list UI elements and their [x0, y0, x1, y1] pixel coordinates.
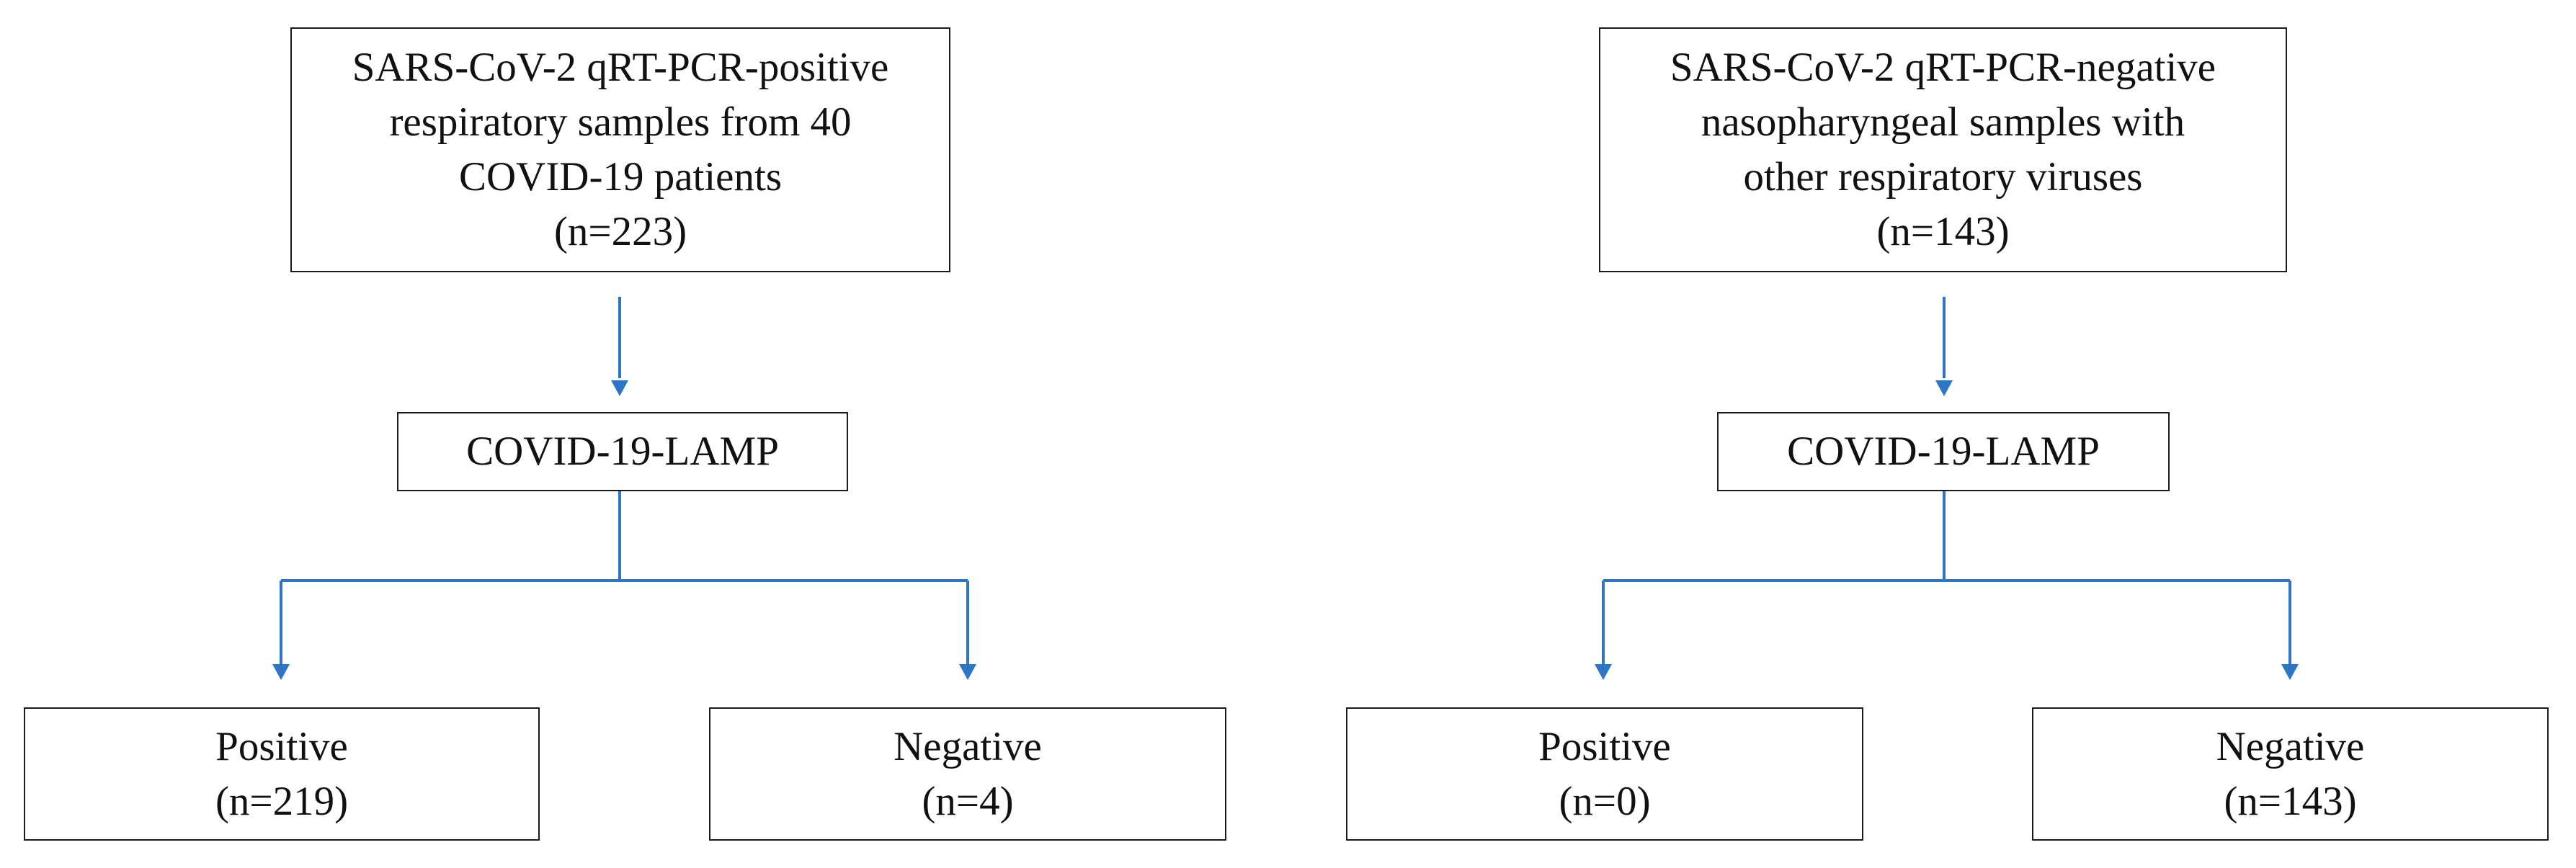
right-test-box: COVID-19-LAMP — [1717, 412, 2170, 491]
right-source-line-1: SARS-CoV-2 qRT-PCR-negative — [1670, 45, 2216, 90]
left-negative-box: Negative (n=4) — [709, 707, 1226, 841]
right-positive-box: Positive (n=0) — [1346, 707, 1863, 841]
right-source-line-3: other respiratory viruses — [1743, 154, 2143, 200]
left-negative-count: (n=4) — [922, 778, 1014, 824]
left-test-box: COVID-19-LAMP — [397, 412, 848, 491]
left-test-label: COVID-19-LAMP — [466, 429, 779, 474]
left-negative-label: Negative — [893, 723, 1042, 769]
left-positive-arrowhead — [272, 664, 290, 680]
right-source-to-test-arrowhead — [1935, 380, 1953, 396]
right-source-box: SARS-CoV-2 qRT-PCR-negative nasopharynge… — [1599, 27, 2287, 272]
left-positive-box: Positive (n=219) — [24, 707, 540, 841]
right-source-line-4: (n=143) — [1876, 209, 2010, 254]
left-source-line-1: SARS-CoV-2 qRT-PCR-positive — [352, 45, 889, 90]
right-positive-arrowhead — [1595, 664, 1612, 680]
right-source-line-2: nasopharyngeal samples with — [1701, 99, 2185, 145]
left-positive-label: Positive — [215, 723, 348, 769]
left-source-to-test-arrowhead — [611, 380, 628, 396]
right-positive-label: Positive — [1538, 723, 1671, 769]
left-source-line-4: (n=223) — [553, 209, 687, 254]
right-negative-arrowhead — [2281, 664, 2299, 680]
right-negative-count: (n=143) — [2224, 778, 2357, 824]
right-positive-count: (n=0) — [1559, 778, 1651, 824]
left-source-line-2: respiratory samples from 40 — [389, 99, 852, 145]
left-negative-arrowhead — [959, 664, 976, 680]
right-negative-box: Negative (n=143) — [2032, 707, 2549, 841]
left-source-box: SARS-CoV-2 qRT-PCR-positive respiratory … — [290, 27, 950, 272]
right-test-label: COVID-19-LAMP — [1787, 429, 2100, 474]
right-negative-label: Negative — [2216, 723, 2365, 769]
left-source-line-3: COVID-19 patients — [458, 154, 782, 200]
left-positive-count: (n=219) — [215, 778, 349, 824]
